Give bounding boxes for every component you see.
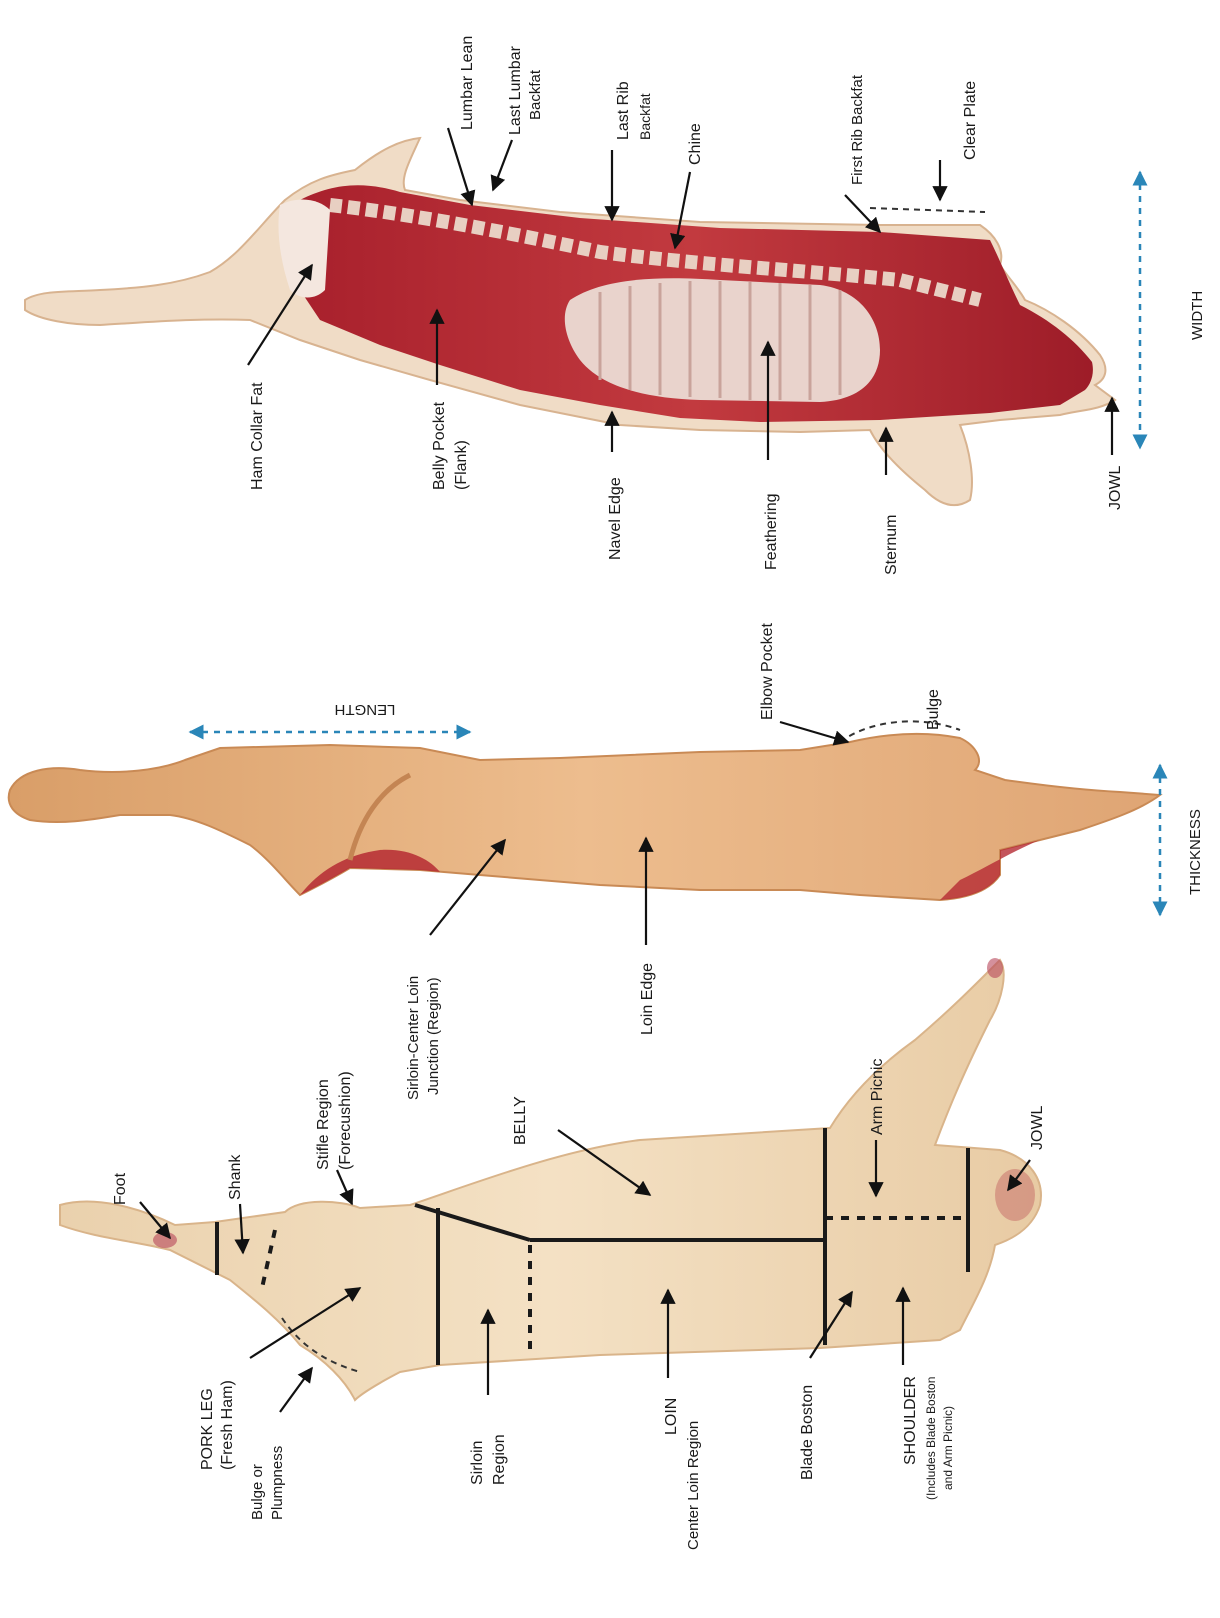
label-stifle-1: Stifle Region <box>315 1079 332 1170</box>
label-foot: Foot <box>112 1172 129 1205</box>
label-elbow-pocket: Elbow Pocket <box>759 623 776 720</box>
label-width: WIDTH <box>1189 291 1206 340</box>
label-navel-edge: Navel Edge <box>607 477 624 560</box>
label-first-rib-backfat: First Rib Backfat <box>849 74 866 185</box>
label-shoulder-1: SHOULDER <box>902 1376 919 1465</box>
label-arm-picnic: Arm Picnic <box>869 1059 886 1135</box>
label-bulge-side: Bulge <box>925 689 942 730</box>
label-thickness: THICKNESS <box>1187 809 1204 895</box>
label-jowl-int: JOWL <box>1107 465 1124 510</box>
label-shank: Shank <box>227 1154 244 1200</box>
clear-plate-line <box>870 208 985 212</box>
label-loin-1: LOIN <box>663 1398 680 1435</box>
label-blade-boston: Blade Boston <box>799 1385 816 1480</box>
arrow-last-lumbar <box>493 140 512 190</box>
label-last-lumbar-1: Last Lumbar <box>507 45 524 135</box>
label-sirloin-junction-1: Sirloin-Center Loin <box>405 976 422 1100</box>
exterior-carcass-shape <box>60 960 1041 1400</box>
label-lumbar-lean: Lumbar Lean <box>459 36 476 130</box>
label-belly: BELLY <box>512 1096 529 1145</box>
label-last-rib-1: Last Rib <box>615 81 632 140</box>
label-bulge-2: Plumpness <box>269 1446 286 1520</box>
arm-tip-mark <box>987 958 1003 978</box>
label-ham-collar-fat: Ham Collar Fat <box>249 382 266 490</box>
foot-skin-mark <box>153 1232 177 1248</box>
label-shoulder-3: and Arm Picnic) <box>941 1406 955 1490</box>
label-bulge-1: Bulge or <box>249 1464 266 1520</box>
interior-panel: Lumbar Lean Last Lumbar Backfat Last Rib… <box>25 36 1206 575</box>
arrow-elbow-pocket <box>780 722 848 742</box>
label-stifle-2: (Forecushion) <box>337 1071 354 1170</box>
label-pork-leg-1: PORK LEG <box>199 1388 216 1470</box>
arrow-stifle <box>337 1170 352 1204</box>
arrow-bulge <box>280 1368 312 1412</box>
label-length: LENGTH <box>335 701 396 718</box>
label-pork-leg-2: (Fresh Ham) <box>219 1380 236 1470</box>
label-sirloin-1: Sirloin <box>469 1441 486 1485</box>
label-last-rib-2: Backfat <box>637 93 653 140</box>
label-sirloin-junction-2: Junction (Region) <box>425 977 442 1095</box>
exterior-panel: Foot Shank Stifle Region (Forecushion) B… <box>60 958 1046 1550</box>
label-feathering: Feathering <box>763 494 780 571</box>
jowl-skin-mark <box>995 1169 1035 1221</box>
label-chine: Chine <box>687 123 704 165</box>
label-belly-pocket-1: Belly Pocket <box>431 401 448 490</box>
label-shoulder-2: (Includes Blade Boston <box>924 1377 938 1500</box>
arrow-lumbar-lean <box>448 128 472 205</box>
label-last-lumbar-2: Backfat <box>527 69 544 120</box>
label-jowl-ext: JOWL <box>1029 1105 1046 1150</box>
label-loin-2: Center Loin Region <box>685 1421 702 1550</box>
interior-rib-cage <box>565 278 880 402</box>
label-sirloin-2: Region <box>491 1434 508 1485</box>
label-belly-pocket-2: (Flank) <box>453 440 470 490</box>
side-panel: LENGTH Elbow Pocket Bulge Sirloin-Center… <box>9 623 1204 1100</box>
label-loin-edge: Loin Edge <box>639 963 656 1035</box>
label-sternum: Sternum <box>883 515 900 575</box>
label-clear-plate: Clear Plate <box>962 81 979 160</box>
